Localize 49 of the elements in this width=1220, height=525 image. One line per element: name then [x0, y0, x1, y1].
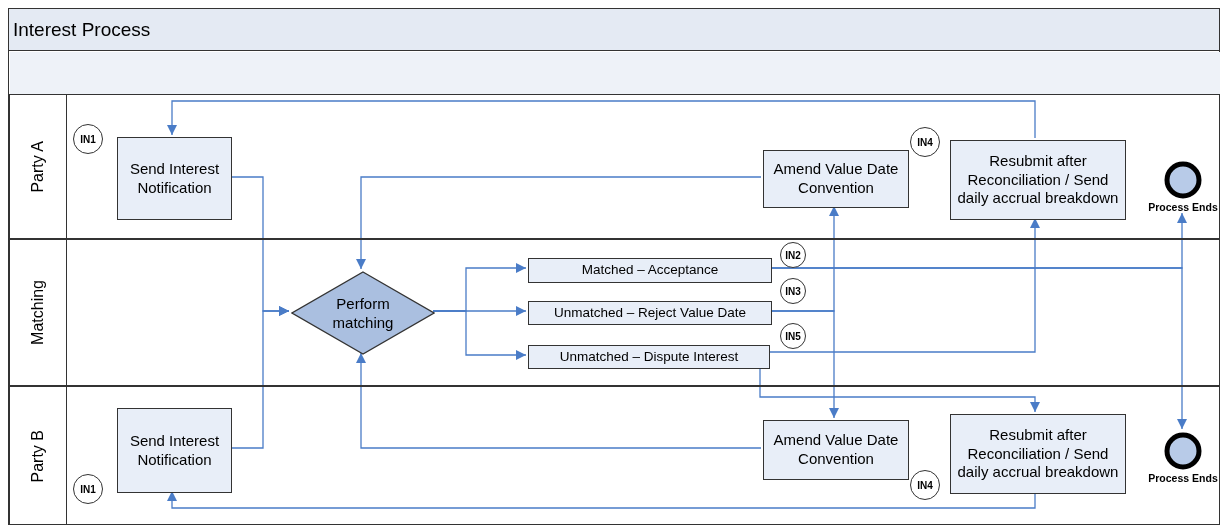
process-box — [528, 258, 772, 283]
arrow — [167, 100, 1036, 139]
decision-label: Perform matching — [331, 293, 395, 333]
reference-label: IN4 — [917, 136, 933, 148]
reference-label: IN3 — [785, 285, 801, 297]
swimlane — [9, 94, 1220, 239]
lane-label: Party B — [29, 429, 47, 483]
end-event-label: Process Ends — [1147, 201, 1219, 213]
pool-title: Interest Process — [13, 18, 151, 41]
lane-label: Party A — [29, 140, 47, 193]
reference-label: IN5 — [785, 330, 801, 342]
reference-circle — [780, 278, 806, 304]
box-label: Unmatched – Dispute Interest — [559, 348, 739, 366]
process-box — [117, 408, 232, 493]
reference-circle — [780, 323, 806, 349]
process-box — [117, 137, 232, 220]
reference-label: IN1 — [80, 133, 96, 145]
process-box — [528, 301, 772, 325]
process-box — [950, 414, 1126, 494]
process-box — [950, 140, 1126, 220]
box-label: Amend Value Date Convention — [772, 160, 900, 198]
decision-diamond — [291, 271, 435, 355]
arrow — [356, 176, 762, 270]
box-label: Matched – Acceptance — [581, 262, 719, 279]
pool — [8, 8, 1220, 525]
swimlane — [9, 239, 1220, 386]
reference-circle — [73, 474, 103, 504]
reference-circle — [780, 242, 806, 268]
reference-circle — [910, 127, 940, 157]
reference-label: IN1 — [80, 483, 96, 495]
reference-circle — [73, 124, 103, 154]
box-label: Amend Value Date Convention — [772, 431, 900, 469]
box-label: Send Interest Notification — [128, 431, 221, 470]
process-box — [763, 420, 909, 480]
process-box — [763, 150, 909, 208]
box-label: Resubmit after Reconciliation / Send daily accrual breakdown — [956, 151, 1120, 209]
reference-label: IN2 — [785, 249, 801, 261]
arrow — [356, 352, 762, 449]
lane-label: Matching — [29, 280, 47, 345]
empty-band — [10, 52, 1220, 94]
box-label: Resubmit after Reconciliation / Send daily accrual breakdown — [956, 425, 1120, 483]
reference-label: IN4 — [917, 479, 933, 491]
end-event-label: Process Ends — [1147, 472, 1219, 484]
swimlane — [9, 386, 1220, 525]
arrow — [432, 310, 527, 360]
box-label: Unmatched – Reject Value Date — [554, 304, 746, 322]
process-box — [528, 345, 770, 369]
box-label: Send Interest Notification — [128, 159, 221, 198]
reference-circle — [910, 470, 940, 500]
